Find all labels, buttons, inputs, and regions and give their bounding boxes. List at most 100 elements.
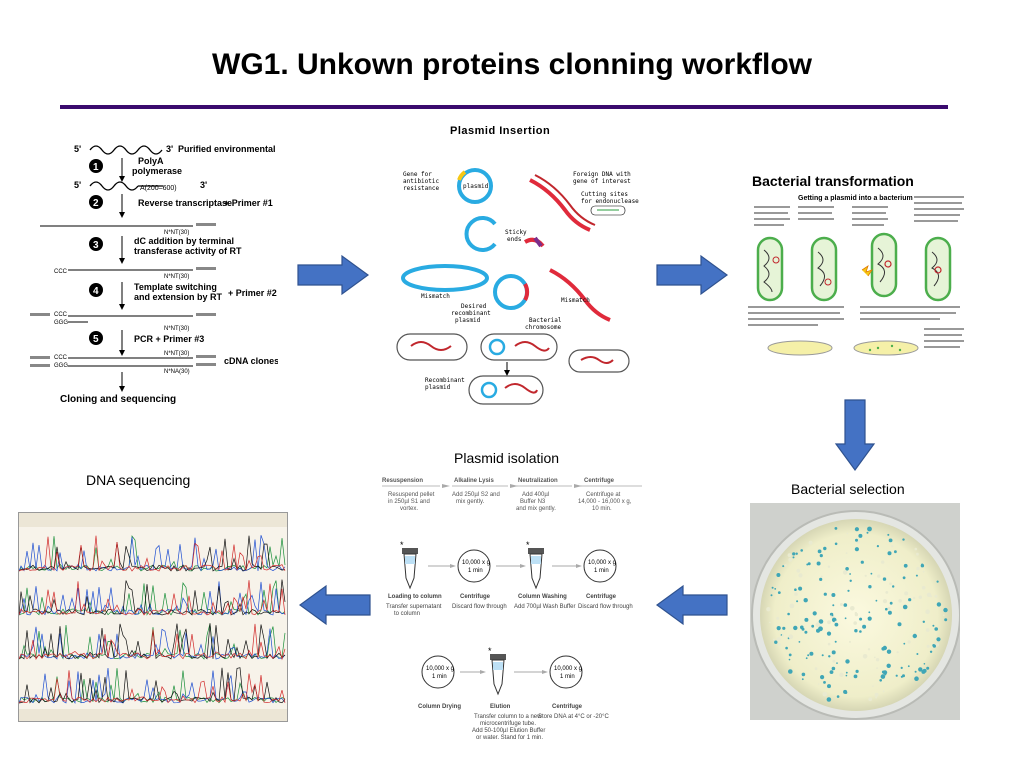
iso-r2-h4: Centrifuge (586, 594, 617, 600)
colony (834, 542, 838, 546)
colony (853, 674, 858, 679)
colony (862, 654, 868, 659)
colony (882, 577, 887, 581)
iso-r3-b3: Store DNA at 4°C or -20°C (538, 714, 609, 720)
colony (817, 549, 822, 554)
colony (804, 630, 808, 634)
colony (932, 644, 936, 647)
colony (868, 697, 873, 702)
colony (873, 656, 876, 659)
step-3-text-1: dC addition by terminal (134, 236, 234, 246)
arrow-right-2 (656, 254, 729, 296)
colony (880, 674, 886, 679)
cell-2 (810, 236, 838, 302)
sticky-label-1: Sticky (505, 229, 527, 236)
recombinant-plasmid (493, 274, 529, 310)
colony (816, 561, 821, 566)
colony (845, 567, 849, 571)
colony (876, 545, 879, 548)
cdna-synthesis-diagram: 5' 3' Purified environmental (r)(m)RNA 1… (30, 144, 278, 405)
rna-strand (89, 145, 163, 155)
plasmid-insertion-title: Plasmid Insertion (450, 125, 550, 137)
colony (875, 696, 878, 699)
iso-r2-h1: Loading to column (388, 594, 442, 600)
colony (849, 579, 852, 582)
colony (942, 614, 945, 617)
colony (828, 655, 831, 658)
slide-title: WG1. Unkown proteins clonning workflow (212, 48, 812, 81)
colony (834, 620, 837, 623)
colony (831, 593, 836, 597)
sticky-label-2: ends (507, 236, 522, 243)
colony (881, 560, 885, 564)
ccc-1: CCC (54, 269, 68, 275)
iso-r1-b4a: Centrifuge at (586, 492, 621, 498)
step-3-text-2: transferase activity of RT (134, 246, 242, 256)
colony (902, 604, 908, 610)
iso-r3-b2b: microcentrifuge tube. (480, 721, 536, 727)
colony (774, 640, 778, 644)
colony (801, 678, 804, 681)
na-label: N*NA(30) (164, 369, 190, 375)
colony (827, 620, 831, 625)
colony (855, 669, 859, 673)
ggg-1: GGG (54, 320, 68, 326)
colony (916, 552, 919, 556)
svg-text:1 min: 1 min (560, 674, 575, 680)
petri-dish-2 (853, 340, 919, 356)
colony (839, 603, 843, 606)
rna-label: Purified environmental (r)(m)RNA (178, 144, 278, 154)
polya-tail: A(200–600) (140, 185, 177, 192)
colony (907, 665, 910, 668)
colony (882, 690, 885, 693)
trace-row1-ch3 (18, 580, 286, 616)
colony (903, 642, 906, 645)
step-5-text: PCR + Primer #3 (134, 334, 204, 344)
colony (887, 610, 892, 615)
polya-label-2: polymerase (132, 166, 182, 176)
cell-4 (924, 236, 952, 302)
plasmid-label: plasmid (463, 183, 489, 190)
colony (826, 631, 832, 636)
trace-row2-ch1 (18, 626, 286, 660)
iso-r3-h1: Column Drying (418, 704, 461, 710)
colony (845, 659, 850, 664)
colony (845, 552, 848, 554)
colony (796, 600, 799, 603)
desired-label-2: recombinant (451, 310, 491, 317)
colony (926, 644, 930, 648)
cloning-sequencing-label: Cloning and sequencing (60, 394, 176, 405)
tube-3: * (488, 646, 506, 696)
colony (877, 574, 881, 578)
nt-label-3: N*NT(30) (164, 326, 189, 332)
colony (895, 674, 898, 677)
colony (822, 691, 828, 697)
colony (875, 599, 878, 602)
colony (831, 614, 834, 617)
colony (930, 595, 933, 598)
iso-r3-h2: Elution (490, 704, 511, 710)
colony (885, 607, 888, 611)
five-prime-label-2: 5' (74, 180, 81, 190)
step-4-number: 4 (93, 286, 99, 297)
colony (904, 591, 909, 596)
ggg-2: GGG (54, 363, 68, 369)
svg-text:10,000 x g: 10,000 x g (588, 560, 616, 566)
colony (926, 592, 932, 597)
iso-r2-b1a: Transfer supernatant (386, 604, 442, 610)
colony (836, 662, 838, 664)
colony (819, 554, 823, 558)
gene-label-1: Gene for (403, 171, 432, 178)
colony (902, 576, 906, 580)
step-5-number: 5 (93, 334, 99, 345)
colony (826, 697, 832, 702)
colony (932, 624, 935, 627)
iso-r3-b2c: Add 50-100µl Elution Buffer (472, 728, 545, 734)
colony (792, 556, 795, 559)
colony (769, 621, 771, 624)
colony (820, 575, 823, 578)
colony (921, 669, 926, 674)
colony (853, 621, 857, 625)
colony (850, 606, 855, 611)
recombinant-label-1: Recombinant (425, 377, 465, 384)
